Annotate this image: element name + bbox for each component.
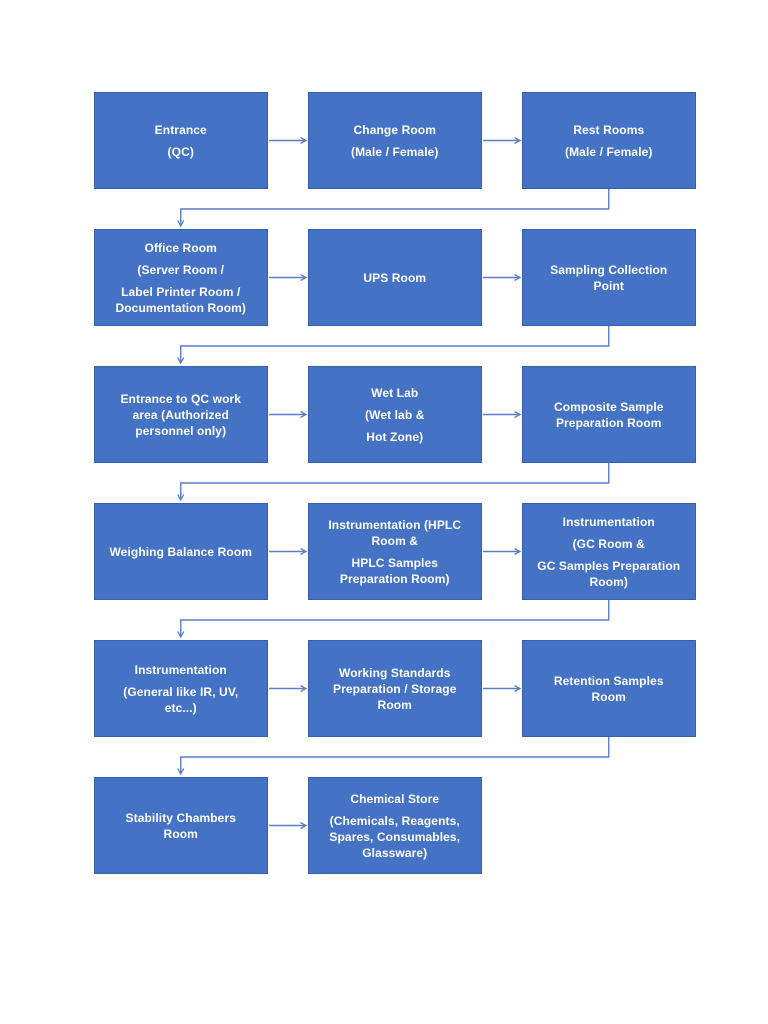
flow-box-label-line: Sampling Collection (550, 262, 668, 277)
flow-box-label-line: Spares, Consumables, (329, 829, 461, 844)
flow-box-change-room: Change Room (Male / Female) (308, 92, 482, 189)
flow-box-weighing-balance-room: Weighing Balance Room (94, 503, 268, 600)
flow-box-paragraph: Entrance (155, 122, 207, 138)
flow-box-paragraph: Change Room (354, 122, 436, 138)
flow-box-label-line: area (Authorized (132, 407, 229, 422)
flow-box-paragraph: Instrumentation (135, 662, 227, 678)
flow-box-label-line: (QC) (167, 144, 194, 159)
flow-box-label-line: (Server Room / (137, 262, 225, 277)
flow-box-paragraph: (QC) (168, 144, 194, 160)
flow-box-paragraph: Rest Rooms (573, 122, 644, 138)
flow-box-label-line: Hot Zone) (366, 429, 424, 444)
flow-box-paragraph: Instrumentation (563, 514, 655, 530)
flow-box-paragraph: UPS Room (363, 270, 426, 286)
flow-box-ups-room: UPS Room (308, 229, 482, 326)
flow-box-label-line: Rest Rooms (573, 122, 645, 137)
flow-box-label-line: (Chemicals, Reagents, (329, 813, 460, 828)
flow-box-label-line: Entrance to QC work (120, 391, 242, 406)
flow-row-wrap-connector (181, 326, 610, 363)
flow-box-label-line: Room & (371, 533, 419, 548)
flow-box-paragraph: Hot Zone) (366, 429, 423, 445)
flow-box-chemical-store: Chemical Store (Chemicals, Reagents,Spare… (308, 777, 482, 874)
flow-row-wrap-connector (181, 737, 610, 774)
flow-box-label-line: Label Printer Room / (121, 284, 241, 299)
flow-box-label-line: (Male / Female) (564, 144, 653, 159)
flow-box-label-line: Instrumentation (562, 514, 655, 529)
flow-box-label-line: personnel only) (135, 423, 227, 438)
flow-box-label-line: UPS Room (363, 270, 427, 285)
flow-box-label-line: (Male / Female) (350, 144, 439, 159)
flow-box-label-line: HPLC Samples (351, 555, 439, 570)
flow-box-label-line: Entrance (154, 122, 207, 137)
flow-box-label-line: Weighing Balance Room (109, 544, 253, 559)
flow-box-label-line: Preparation / Storage (333, 681, 457, 696)
flow-box-label-line: Room (163, 826, 198, 841)
flow-box-label-line: Glassware) (362, 845, 428, 860)
flow-box-label-line: Change Room (353, 122, 436, 137)
flow-box-label-line: Preparation Room (555, 415, 662, 430)
flow-box-label-line: Retention Samples (553, 673, 664, 688)
flow-box-label-line: GC Samples Preparation (537, 558, 681, 573)
flow-box-label-line: (General like IR, UV, (123, 684, 239, 699)
flow-box-wet-lab: Wet Lab (Wet lab & Hot Zone) (308, 366, 482, 463)
flow-box-label-line: Instrumentation (134, 662, 227, 677)
flow-box-paragraph: Label Printer Room /Documentation Room) (115, 284, 246, 316)
flow-box-rest-rooms: Rest Rooms (Male / Female) (522, 92, 696, 189)
flow-box-label-line: Wet Lab (371, 385, 419, 400)
flow-box-label-line: (Wet lab & (365, 407, 425, 422)
flow-box-label-line: Office Room (144, 240, 217, 255)
flow-box-label-line: Instrumentation (HPLC (328, 517, 462, 532)
flow-box-paragraph: Weighing Balance Room (109, 544, 252, 560)
flow-box-entrance-qc: Entrance (QC) (94, 92, 268, 189)
flow-row-wrap-connector (181, 463, 610, 500)
flow-box-label-line: Working Standards (339, 665, 451, 680)
flow-row-wrap-connector (181, 189, 610, 226)
flow-box-label-line: Chemical Store (350, 791, 440, 806)
flow-box-label-line: Preparation Room) (339, 571, 450, 586)
flow-box-paragraph: Chemical Store (350, 791, 439, 807)
flow-box-paragraph: (Male / Female) (351, 144, 439, 160)
flow-box-paragraph: (Wet lab & (365, 407, 424, 423)
flow-box-label-line: Stability Chambers (125, 810, 236, 825)
flow-box-paragraph: (Chemicals, Reagents,Spares, Consumables… (329, 813, 460, 861)
flow-box-label-line: Room (591, 689, 626, 704)
flow-box-paragraph: (Server Room / (137, 262, 224, 278)
flow-box-office-room: Office Room (Server Room / Label Printer R… (94, 229, 268, 326)
flow-box-paragraph: (Male / Female) (565, 144, 653, 160)
flow-box-instrumentation-gc: Instrumentation (GC Room & GC Samples Prep… (522, 503, 696, 600)
flow-box-instrumentation-general: Instrumentation (General like IR, UV,etc.… (94, 640, 268, 737)
flow-box-label-line: etc...) (164, 700, 197, 715)
flow-box-label-line: Documentation Room) (115, 300, 247, 315)
flow-box-paragraph: (GC Room & (573, 536, 645, 552)
flow-box-label-line: (GC Room & (572, 536, 645, 551)
flow-box-paragraph: (General like IR, UV,etc...) (123, 684, 238, 716)
flow-box-paragraph: Wet Lab (371, 385, 418, 401)
flow-box-paragraph: Office Room (145, 240, 217, 256)
flow-box-label-line: Room (377, 697, 412, 712)
flow-box-label-line: Composite Sample (553, 399, 664, 414)
flow-row-wrap-connector (181, 600, 610, 637)
flow-box-label-line: Room) (589, 574, 628, 589)
flow-box-label-line: Point (593, 278, 624, 293)
